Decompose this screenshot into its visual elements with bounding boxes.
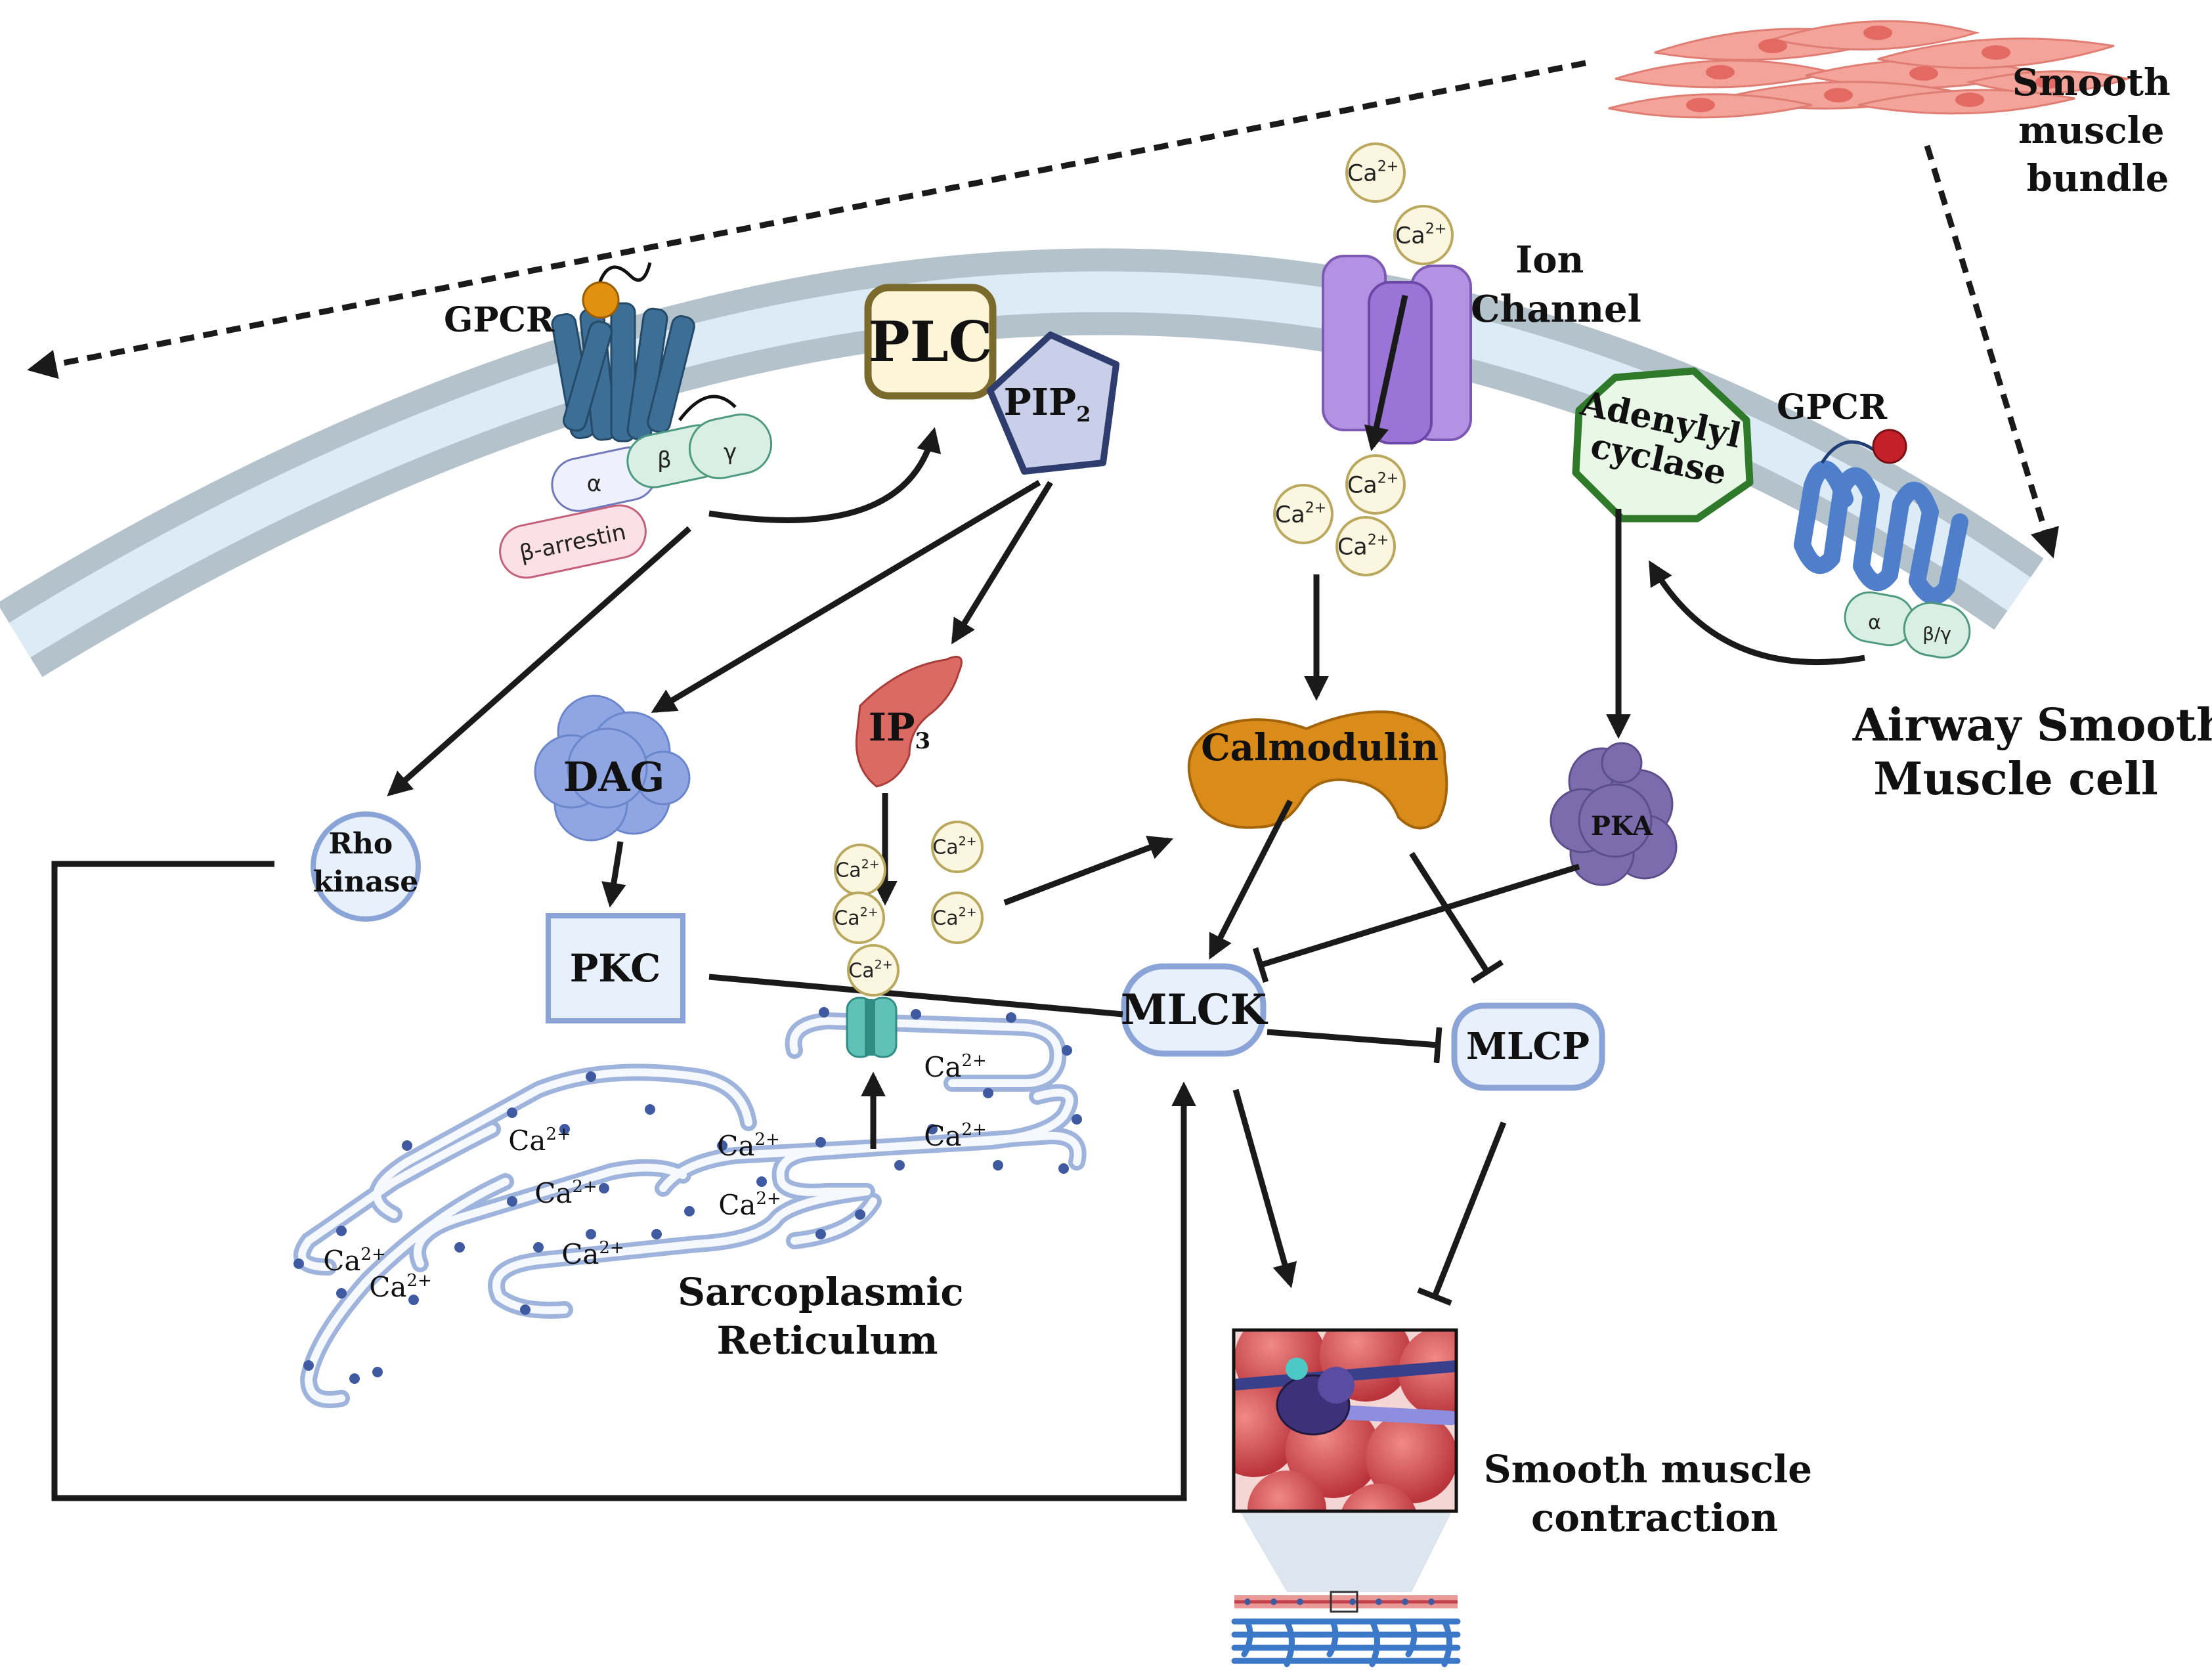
arrow-gprotein-to-plc — [708, 427, 942, 523]
arrow-pip2-to-ip3 — [951, 481, 1053, 645]
gpcr-right-ligand — [1872, 429, 1907, 464]
calcium-ion-label: Ca2+ — [1275, 500, 1326, 528]
sr-calcium-label: Ca2+ — [534, 1177, 597, 1209]
calcium-ion-label: Ca2+ — [1337, 532, 1389, 560]
dag-label: DAG — [563, 753, 665, 801]
gpcr-right-receptor — [1794, 460, 1968, 605]
pka-label: PKA — [1591, 811, 1653, 842]
calcium-ion-label: Ca2+ — [1347, 470, 1399, 498]
g-alpha-right-label: α — [1868, 611, 1881, 634]
sr-calcium-channel — [846, 997, 898, 1058]
inhibit-pka-mlck — [1252, 863, 1580, 983]
calcium-ion — [1335, 516, 1396, 576]
rho-kinase-node — [311, 811, 421, 922]
contraction-image — [1231, 1328, 1461, 1667]
calcium-ion-label: Ca2+ — [1395, 221, 1446, 249]
dag-blob — [534, 695, 691, 842]
arrow-calmodulin-to-mlck — [1208, 799, 1293, 960]
g-alpha-left-label: α — [587, 471, 601, 497]
calcium-ion — [1273, 484, 1334, 544]
arrow-pip2-to-dag — [651, 480, 1041, 713]
arrow-gpcr-right-to-adenylyl — [1649, 560, 1865, 666]
smooth-muscle-bundle-image — [1608, 20, 2131, 119]
mlcp-node — [1451, 1002, 1605, 1091]
adenylyl-cyclase-octagon — [1572, 367, 1754, 523]
calmodulin-label: Calmodulin — [1201, 726, 1439, 769]
mlck-label: MLCK — [1121, 985, 1269, 1035]
arrow-rho-loop — [51, 861, 1196, 1501]
ip3-shape — [855, 656, 963, 788]
plc-box — [864, 284, 997, 400]
rho-kinase-label: Rho kinase — [313, 827, 418, 899]
calcium-ion-label: Ca2+ — [932, 905, 976, 930]
sr-calcium-label: Ca2+ — [508, 1125, 571, 1157]
sarcoplasmic-reticulum-label: Sarcoplasmic Reticulum — [678, 1270, 977, 1363]
airway-cell-label: Airway Smooth Muscle cell — [1852, 699, 2212, 806]
smooth-muscle-contraction-label: Smooth muscle contraction — [1484, 1447, 1825, 1540]
calmodulin-shape — [1187, 710, 1448, 830]
calcium-ion — [1345, 142, 1406, 203]
sarcoplasmic-reticulum — [293, 1007, 1087, 1408]
sr-calcium-labels: Ca2+Ca2+Ca2+Ca2+Ca2+Ca2+Ca2+Ca2+Ca2+ — [323, 1051, 987, 1303]
g-protein-left — [499, 413, 773, 579]
sr-calcium-label: Ca2+ — [369, 1271, 432, 1303]
calcium-ion — [931, 892, 984, 944]
calcium-ions: Ca2+ Ca2+ Ca2+ Ca2+ Ca2+ Ca2+ Ca2+ Ca2+ Ca2+ Ca2+ — [833, 142, 1454, 997]
calcium-ion — [931, 821, 984, 873]
gpcr-right-label: GPCR — [1777, 387, 1888, 427]
g-gamma-left-label: γ — [724, 439, 737, 465]
calcium-ion-label: Ca2+ — [1347, 158, 1399, 186]
sr-calcium-label: Ca2+ — [924, 1051, 987, 1083]
arrow-dag-to-pkc — [601, 841, 626, 908]
line-pkc-to-mlck — [708, 974, 1123, 1018]
mlcp-label: MLCP — [1466, 1025, 1590, 1068]
pkc-box — [546, 913, 685, 1023]
ion-channel-label: Ion Channel — [1471, 238, 1641, 331]
gpcr-left-receptor — [551, 262, 737, 442]
calcium-ion — [833, 892, 885, 944]
calcium-ion-label: Ca2+ — [848, 958, 892, 983]
arrow-ca-to-calmodulin-2 — [1003, 836, 1174, 906]
arrow-ionchannel-down — [1364, 295, 1408, 452]
calcium-ion-label: Ca2+ — [932, 834, 976, 859]
calcium-ion-label: Ca2+ — [835, 857, 879, 882]
arrow-mlck-to-contraction — [1232, 1088, 1297, 1289]
sr-calcium-label: Ca2+ — [717, 1130, 780, 1162]
plc-label: PLC — [868, 309, 992, 374]
pathway-arrows — [51, 295, 1865, 1501]
pip2-label: PIP2 — [1004, 381, 1091, 427]
pkc-label: PKC — [570, 946, 661, 991]
gpcr-left-label: GPCR — [444, 300, 555, 340]
arrow-arrestin-to-rho — [387, 526, 691, 797]
inhibit-mlcp-contraction — [1417, 1121, 1507, 1306]
smooth-muscle-bundle-label: Smooth muscle bundle — [2012, 61, 2183, 200]
calcium-ion — [847, 944, 900, 997]
g-protein-right — [1844, 591, 1971, 659]
ip3-label: IP3 — [869, 705, 930, 754]
sr-calcium-label: Ca2+ — [561, 1238, 624, 1270]
pip2-pentagon — [987, 332, 1119, 475]
inhibit-calmodulin-mlcp — [1409, 851, 1504, 984]
g-beta-gamma-right-label: β/γ — [1922, 623, 1951, 645]
g-beta-left-label: β — [657, 447, 672, 473]
sr-calcium-label: Ca2+ — [718, 1189, 781, 1221]
mlck-node — [1121, 963, 1267, 1057]
calcium-ion — [1345, 454, 1406, 515]
ion-channel — [1322, 255, 1472, 444]
sr-calcium-label: Ca2+ — [924, 1120, 987, 1152]
zoom-dotted-arrow-left — [27, 60, 1586, 379]
sr-calcium-label: Ca2+ — [323, 1245, 386, 1277]
inhibit-mlck-mlcp — [1267, 1027, 1442, 1064]
zoom-dotted-arrow-right — [1924, 144, 2059, 559]
calcium-ion-label: Ca2+ — [834, 905, 878, 930]
calcium-ion — [1393, 205, 1454, 265]
pka-blob — [1550, 742, 1678, 886]
